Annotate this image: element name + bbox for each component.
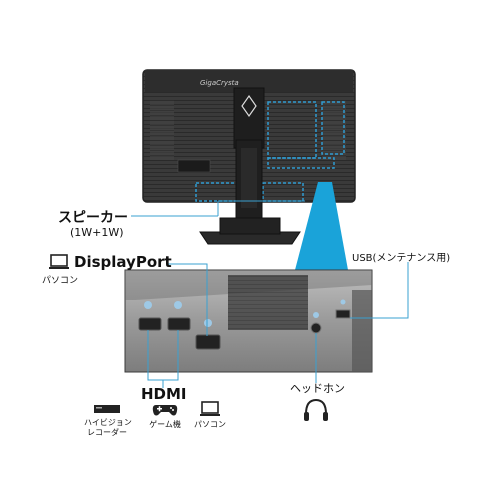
speaker-spec-label: (1W+1W): [70, 226, 124, 239]
laptop-icon-hdmi: [200, 401, 220, 416]
headphone-icon: [304, 398, 328, 421]
hdmi-device-label-recorder: ハイビジョン レコーダー: [84, 418, 132, 438]
zoom-cone: [295, 182, 348, 270]
gamepad-icon: [152, 405, 178, 416]
hdmi-device-label-game: ゲーム機: [149, 420, 181, 429]
displayport-callout-line: [168, 263, 208, 336]
monitor-back: GigaCrysta: [142, 69, 356, 203]
headphone-label: ヘッドホン: [290, 382, 345, 395]
recorder-label-line1: ハイビジョン: [84, 418, 132, 427]
hdmi-device-label-pc: パソコン: [194, 420, 226, 429]
usb-label: USB(メンテナンス用): [352, 253, 451, 264]
brand-logo: GigaCrysta: [200, 79, 239, 87]
port-panel-zoom: [124, 269, 373, 373]
recorder-icon: [94, 405, 120, 413]
usb-port: [335, 309, 351, 319]
headphone-jack: [310, 322, 322, 334]
displayport-port: [195, 334, 221, 350]
monitor-stand: [199, 139, 301, 245]
recorder-label-line2: レコーダー: [87, 428, 127, 437]
displayport-device-label: パソコン: [42, 276, 79, 286]
displayport-label: DisplayPort: [74, 253, 172, 271]
hdmi-label: HDMI: [141, 385, 187, 403]
logo-mark-icon: [241, 94, 257, 118]
speaker-label: スピーカー: [58, 210, 128, 226]
hdmi-ports: [138, 301, 191, 331]
laptop-icon: [49, 254, 69, 269]
usb-callout-line: [350, 262, 409, 319]
